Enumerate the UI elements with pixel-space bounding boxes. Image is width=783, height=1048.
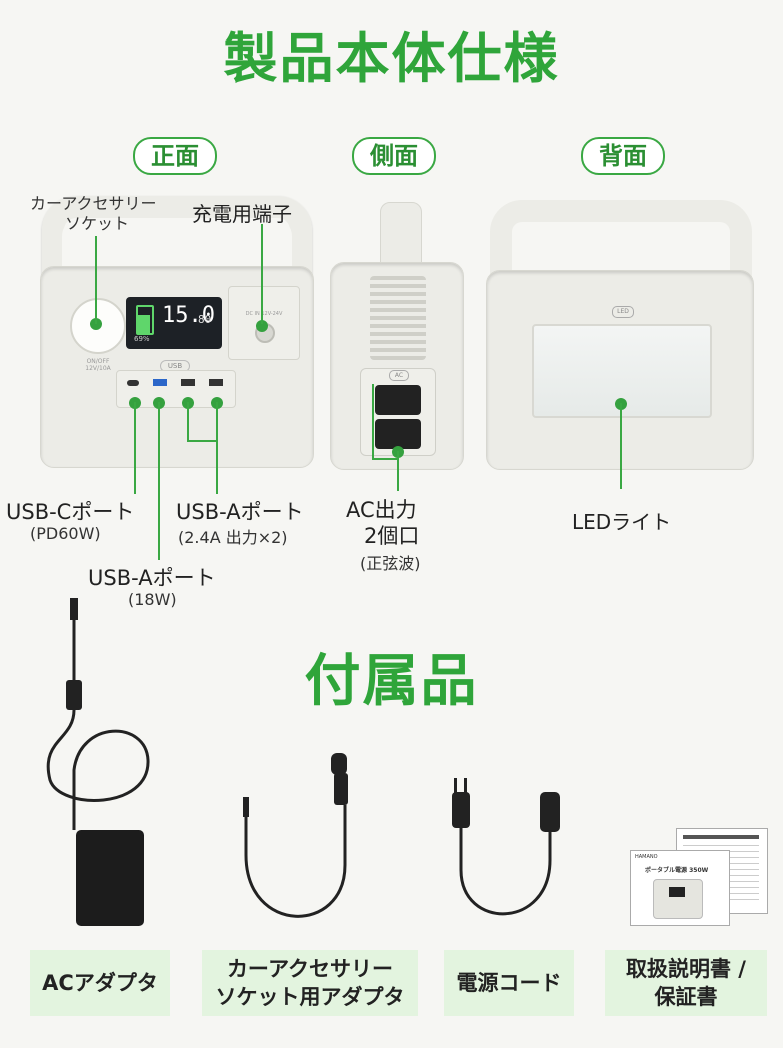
usb-a1-sub: (18W) xyxy=(128,590,177,609)
front-handle xyxy=(42,196,312,276)
car-socket-label-2: ソケット xyxy=(65,214,130,233)
accessory-label: ACアダプタ xyxy=(42,971,158,995)
accessory-label: 電源コード xyxy=(456,971,562,995)
accessory-power-cord: 電源コード xyxy=(444,950,574,1016)
side-vent xyxy=(370,276,426,360)
car-socket-adapter-image xyxy=(243,753,348,918)
display-value: 15.0 xyxy=(162,303,215,328)
ac-sub: (正弦波) xyxy=(360,554,421,573)
usb-a2-label: USB-Aポート xyxy=(176,500,304,524)
usb-c-label: USB-Cポート xyxy=(6,500,135,524)
charge-port-marker xyxy=(256,320,268,332)
manual-title: ポータブル電源 350W xyxy=(645,867,709,874)
battery-icon xyxy=(136,305,154,335)
manual-image: HAMANO ポータブル電源 350W xyxy=(630,850,730,926)
charge-port-label: 充電用端子 xyxy=(192,202,292,226)
back-handle xyxy=(490,200,752,284)
led-label: LEDライト xyxy=(572,510,672,534)
accessories-title: 付属品 xyxy=(304,649,479,714)
ac-badge: AC xyxy=(389,370,409,381)
accessory-label: カーアクセサリー xyxy=(226,957,394,981)
display-right: 80 xyxy=(198,313,212,326)
tab-side: 側面 xyxy=(352,137,436,175)
manual-brand: HAMANO xyxy=(635,854,658,860)
accessory-ac-adapter: ACアダプタ xyxy=(30,950,170,1016)
car-socket-marker xyxy=(90,318,102,330)
tab-front: 正面 xyxy=(133,137,217,175)
car-socket-label-1: カーアクセサリー xyxy=(30,194,157,213)
accessory-car-adapter: カーアクセサリー ソケット用アダプタ xyxy=(202,950,418,1016)
usb-a-18w-port xyxy=(153,379,167,386)
lcd-display: 15.0 80 69% xyxy=(126,297,222,349)
accessory-label: ソケット用アダプタ xyxy=(215,985,405,1009)
ac-outlet-2 xyxy=(375,419,421,449)
display-left: 69% xyxy=(134,335,150,343)
usb-c-port xyxy=(127,380,139,386)
accessory-label: 取扱説明書 / xyxy=(626,957,746,981)
tab-back: 背面 xyxy=(581,137,665,175)
led-badge: LED xyxy=(612,306,634,318)
dc-in-text: DC IN 12V-24V xyxy=(245,311,283,317)
usb-a-port-1 xyxy=(181,379,195,386)
accessory-manual: 取扱説明書 / 保証書 xyxy=(605,950,767,1016)
accessory-label: 保証書 xyxy=(654,985,718,1009)
usb-a-port-2 xyxy=(209,379,223,386)
ac-label-1: AC出力 xyxy=(346,498,417,522)
usb-a2-sub: (2.4A 出力×2) xyxy=(178,528,288,547)
ac-label-2: 2個口 xyxy=(364,524,420,548)
usb-a1-label: USB-Aポート xyxy=(88,566,216,590)
ac-adapter-image xyxy=(46,598,150,926)
ac-outlet-1 xyxy=(375,385,421,415)
power-cord-image xyxy=(452,778,560,916)
page-title: 製品本体仕様 xyxy=(223,27,560,90)
usb-c-sub: (PD60W) xyxy=(30,524,101,543)
